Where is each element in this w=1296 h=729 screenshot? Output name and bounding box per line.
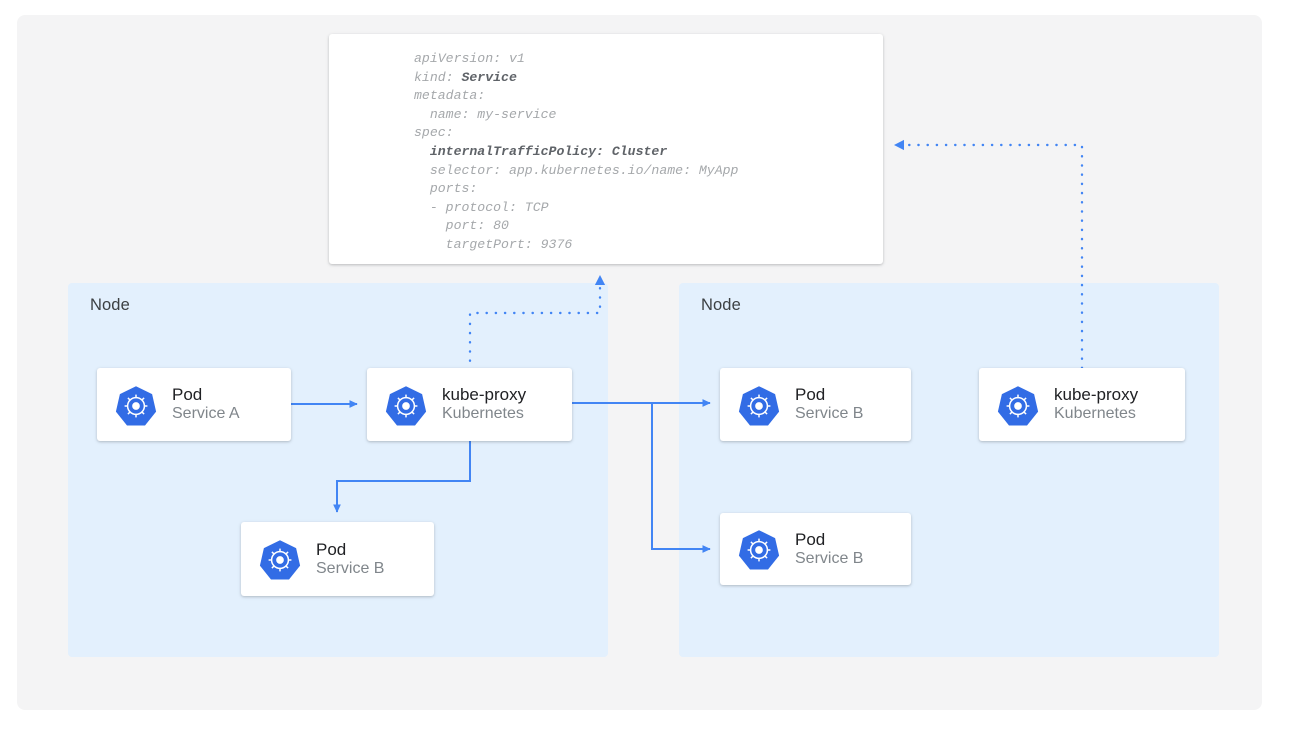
card-pod-service-b-right-top[interactable]: Pod Service B — [720, 368, 911, 441]
card-subtitle: Service A — [172, 405, 240, 423]
kubernetes-icon — [114, 383, 158, 427]
card-title: Pod — [316, 539, 347, 559]
card-kube-proxy-right[interactable]: kube-proxy Kubernetes — [979, 368, 1185, 441]
kubernetes-icon — [737, 383, 781, 427]
kubernetes-icon — [737, 527, 781, 571]
node-label-left: Node — [90, 296, 130, 314]
card-title: Pod — [795, 385, 826, 405]
node-container-left: Node — [68, 283, 608, 657]
card-title: kube-proxy — [1054, 385, 1139, 405]
card-pod-service-a[interactable]: Pod Service A — [97, 368, 291, 441]
card-title: kube-proxy — [442, 385, 527, 405]
card-subtitle: Kubernetes — [1054, 405, 1136, 423]
card-subtitle: Service B — [316, 559, 385, 577]
node-container-right: Node — [679, 283, 1219, 657]
card-title: Pod — [172, 385, 203, 405]
card-subtitle: Service B — [795, 549, 864, 567]
kubernetes-icon — [258, 537, 302, 581]
kubernetes-icon — [384, 383, 428, 427]
card-title: Pod — [795, 529, 826, 549]
card-subtitle: Kubernetes — [442, 405, 524, 423]
service-spec-code: apiVersion: v1 kind: Service metadata: n… — [414, 51, 739, 252]
service-spec-panel: apiVersion: v1 kind: Service metadata: n… — [329, 34, 883, 264]
card-pod-service-b-lower-left[interactable]: Pod Service B — [241, 522, 434, 596]
card-kube-proxy-left[interactable]: kube-proxy Kubernetes — [367, 368, 572, 441]
node-label-right: Node — [701, 296, 741, 314]
kubernetes-icon — [996, 383, 1040, 427]
card-pod-service-b-right-bottom[interactable]: Pod Service B — [720, 513, 911, 585]
card-subtitle: Service B — [795, 405, 864, 423]
